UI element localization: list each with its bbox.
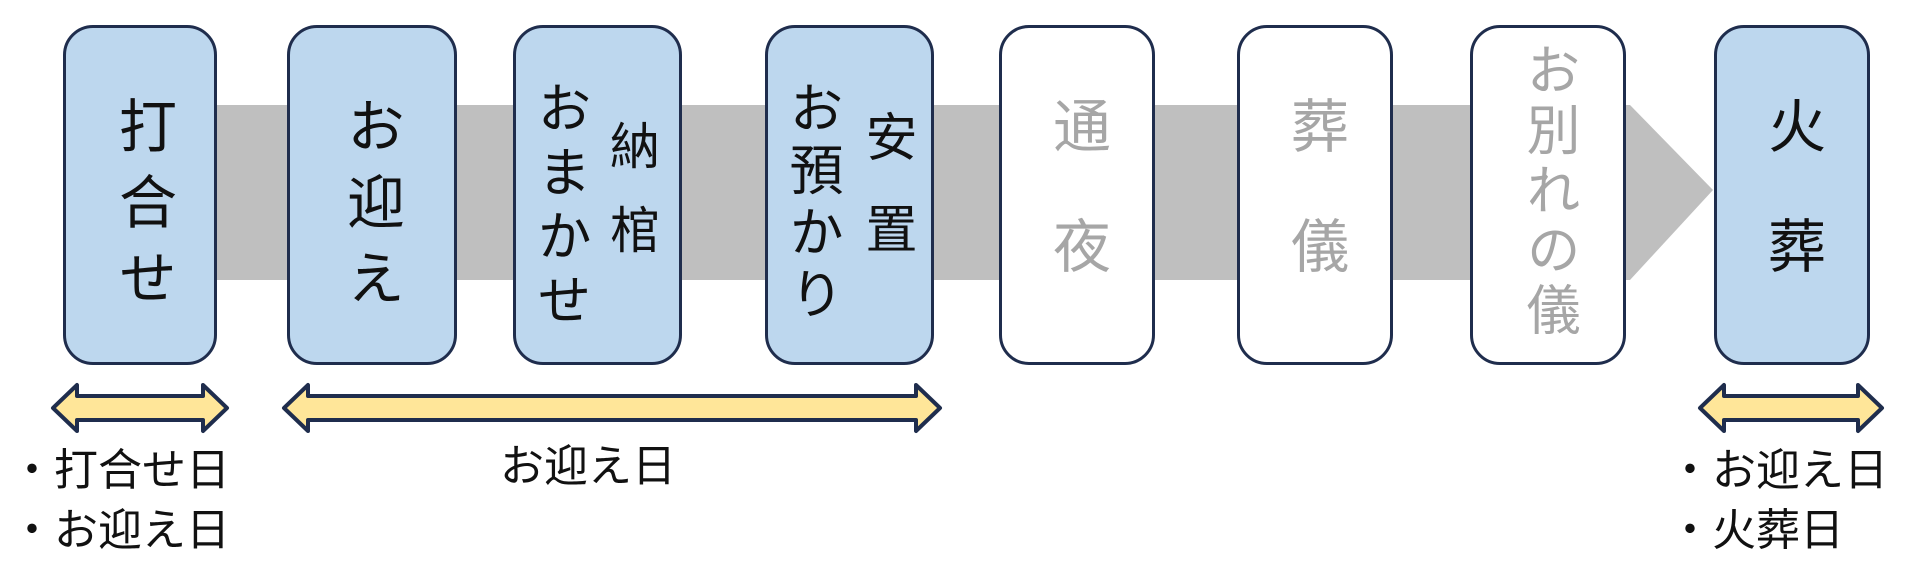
step-label: お別れの儀	[1517, 42, 1580, 342]
step-label-sub: おまかせ	[528, 80, 591, 336]
range-arrow-3	[1698, 383, 1884, 433]
range-arrow-2	[282, 383, 942, 433]
step-label: 火葬	[1758, 96, 1826, 336]
step-owakare: お別れの儀	[1470, 25, 1626, 365]
range-arrow-1	[51, 383, 229, 433]
range1-line2: ・お迎え日	[10, 505, 230, 556]
step-anchi: お預かり 安置	[765, 25, 934, 365]
step-label: 葬儀	[1281, 96, 1349, 336]
range1-line1: ・打合せ日	[10, 445, 230, 496]
step-label: 納棺	[602, 120, 660, 288]
step-sogi: 葬儀	[1237, 25, 1393, 365]
range3-line2: ・火葬日	[1668, 505, 1844, 556]
step-kaso: 火葬	[1714, 25, 1870, 365]
step-label: お迎え	[337, 96, 405, 324]
step-label-sub: お預かり	[780, 80, 843, 328]
range2-line1: お迎え日	[500, 441, 676, 492]
step-tsuya: 通夜	[999, 25, 1155, 365]
step-label: 通夜	[1043, 96, 1111, 336]
step-uchiawase: 打合せ	[63, 25, 217, 365]
step-omukae: お迎え	[287, 25, 457, 365]
step-label: 安置	[856, 110, 916, 294]
step-label: 打合せ	[109, 96, 177, 324]
range3-line1: ・お迎え日	[1668, 445, 1888, 496]
step-nokan: おまかせ 納棺	[513, 25, 682, 365]
